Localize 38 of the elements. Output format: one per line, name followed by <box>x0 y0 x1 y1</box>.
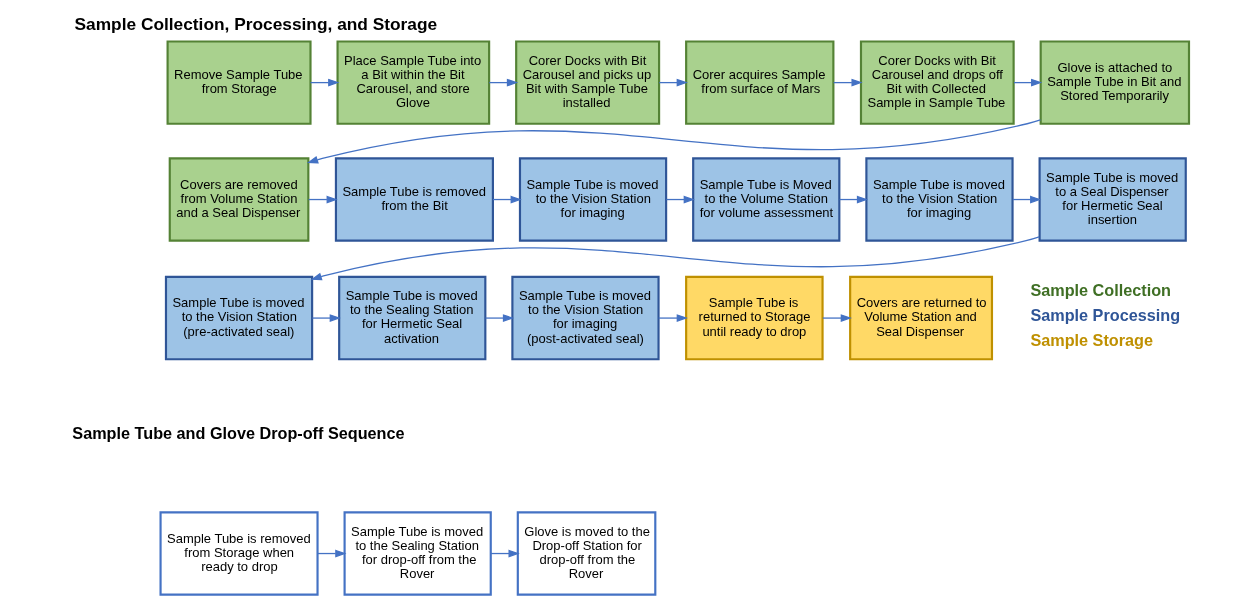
label: Sample Tube and Glove Drop-off Sequence <box>72 423 405 442</box>
legend-label: Sample Storage <box>1030 330 1153 349</box>
arrow <box>488 78 519 87</box>
arrow <box>307 195 338 203</box>
arrow <box>492 195 522 203</box>
node-box: Sample Tube is moved to the Sealing Station for drop-off from the Rover <box>343 510 492 596</box>
legend-label: Sample Processing <box>1030 305 1181 324</box>
arrow <box>309 78 340 87</box>
node-box: Sample Tube is moved to the Vision Station for imaging <box>865 156 1014 242</box>
node-box: Place Sample Tube into a Bit within the Bit Carousel, and store Glove <box>336 39 491 125</box>
node-box: Remove Sample Tube from Storage <box>166 39 312 125</box>
node-box: Sample Tube is Moved to the Volume Station for volume assessment <box>692 156 841 242</box>
node-box: Sample Tube is removed from Storage when ready to drop <box>159 510 319 596</box>
node-box: Sample Tube is moved to the Sealing Station for Hermetic Seal activation <box>338 275 487 360</box>
arrow <box>833 78 863 87</box>
node-box: Corer Docks with Bit Carousel and picks up Bit with Sample Tube installed <box>515 39 661 125</box>
arrow <box>658 313 688 322</box>
arrow <box>490 549 520 557</box>
node-box: Corer acquires Sample from surface of Mars <box>685 39 835 125</box>
node-box: Sample Tube is moved to the Vision Station (pre-activated seal) <box>164 275 314 360</box>
legend-label: Sample Collection <box>1030 280 1171 299</box>
node-box: Sample Tube is removed from the Bit <box>334 156 494 242</box>
node-box: Sample Tube is moved to the Vision Station for imaging (post-activated seal) <box>511 275 660 360</box>
arrow <box>306 118 1042 163</box>
node-box: Glove is attached to Sample Tube in Bit and Stored Temporarily <box>1039 39 1191 125</box>
arrow <box>316 549 347 557</box>
node-box: Glove is moved to the Drop-off Station for drop-off from the Rover <box>516 510 657 596</box>
arrow <box>311 313 341 322</box>
diagram-title: Sample Collection, Processing, and Storage <box>74 13 438 34</box>
arrow <box>822 313 852 322</box>
node-box: Corer Docks with Bit Carousel and drops off Bit with Collected Sample in Sample Tube <box>859 39 1015 125</box>
node-box: Sample Tube is moved to a Seal Dispenser for Hermetic Seal insertion <box>1038 156 1187 242</box>
node-box: Covers are removed from Volume Station and a Seal Dispenser <box>168 156 310 242</box>
arrow <box>485 313 515 322</box>
node-box: Sample Tube is returned to Storage until ready to drop <box>685 275 824 360</box>
node-box: Sample Tube is moved to the Vision Station for imaging <box>518 156 668 242</box>
node-box: Covers are returned to Volume Station and Seal Dispenser <box>849 275 994 360</box>
arrow <box>310 235 1040 280</box>
